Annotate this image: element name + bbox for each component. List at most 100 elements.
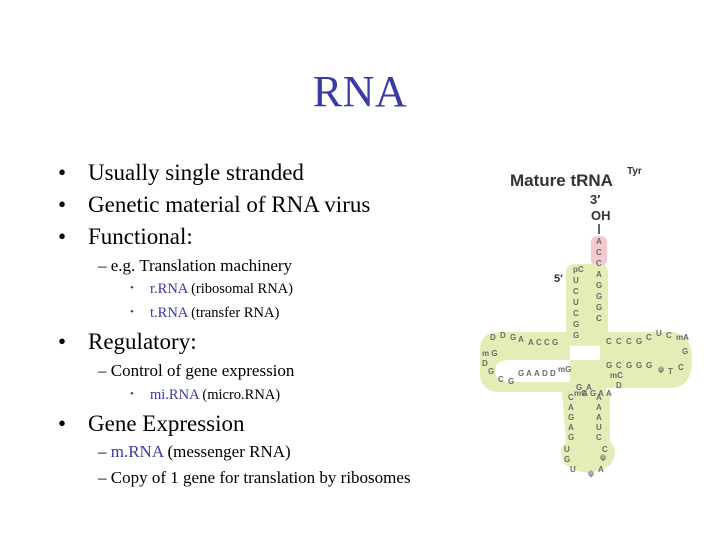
rrna-desc: (ribosomal RNA) [187, 281, 293, 297]
mirna-term: mi.RNA [150, 387, 199, 403]
base-d-loop: G [552, 338, 558, 347]
five-prime-label: 5′ [554, 273, 563, 285]
bullet-text: Genetic material of RNA virus [88, 192, 371, 217]
base-acceptor-5: C [573, 287, 579, 296]
base-t-loop: G [646, 361, 652, 370]
base-anticodon: A [596, 413, 602, 422]
bullet-text: Gene Expression [88, 411, 245, 436]
sub-item: – Copy of 1 gene for translation by ribo… [98, 468, 411, 487]
base-acceptor-5: G [573, 331, 579, 340]
core-region [570, 360, 606, 392]
trna-term: t.RNA [150, 305, 188, 321]
base-t-loop: C [616, 361, 622, 370]
base-d-loop: D [542, 369, 548, 378]
sub-sub-item: • r.RNA (ribosomal RNA) [130, 281, 293, 298]
trna-desc: (transfer RNA) [187, 305, 280, 321]
base-acceptor-5: U [573, 276, 579, 285]
base-t-loop: C [626, 337, 632, 346]
acceptor-end-highlight [591, 236, 607, 266]
base-d-loop: C [544, 338, 550, 347]
three-prime-label: 3′ [590, 192, 600, 207]
base-d-loop: G [488, 367, 494, 376]
slide-title: RNA [312, 67, 408, 116]
d-loop-arm [480, 332, 570, 392]
base-d-loop: C [536, 338, 542, 347]
base-t-loop: G [636, 337, 642, 346]
base-acceptor-3: C [596, 314, 602, 323]
base-anticodon: A [582, 389, 588, 398]
base-anticodon: G [568, 413, 574, 422]
base-t-loop: G [606, 361, 612, 370]
base-acceptor-3: G [596, 292, 602, 301]
base-d-loop: A [534, 369, 540, 378]
base-t-loop: D [616, 381, 622, 390]
small-bullet-glyph: • [130, 282, 134, 294]
base-anticodon: C [602, 445, 608, 454]
bullet-glyph: • [58, 160, 67, 185]
base-anticodon: A [606, 389, 612, 398]
base-t-loop: G [636, 361, 642, 370]
bullet-item: • Usually single stranded [58, 160, 304, 186]
base-acceptor-3: C [596, 248, 602, 257]
base-anticodon: G [576, 383, 582, 392]
base-acceptor-5: C [573, 309, 579, 318]
sub-item: – Control of gene expression [98, 361, 295, 380]
base-anticodon: G [564, 455, 570, 464]
base-acceptor-3: A [596, 270, 602, 279]
base-t-loop: G [626, 361, 632, 370]
base-d-loop: A [518, 335, 524, 344]
acceptor-stem [566, 264, 608, 346]
base-anticodon: A [596, 393, 602, 402]
base-acceptor-3: G [596, 303, 602, 312]
base-t-loop: C [666, 331, 672, 340]
base-d-loop: G [508, 377, 514, 386]
bullet-glyph: • [58, 224, 67, 249]
base-anticodon: ψ [600, 453, 606, 462]
base-anticodon: A [596, 403, 602, 412]
base-acceptor-3: A [596, 237, 602, 246]
base-anticodon: A [568, 423, 574, 432]
base-d-loop: m G [482, 349, 498, 358]
mrna-term: m.RNA [110, 442, 164, 461]
base-t-loop: T [668, 367, 673, 376]
mrna-desc: (messenger RNA) [163, 442, 291, 461]
base-t-loop: C [616, 337, 622, 346]
base-t-loop: mC [610, 371, 623, 380]
t-loop-arm [600, 332, 692, 388]
bullet-item: • Functional: [58, 224, 193, 250]
bullet-glyph: • [58, 192, 67, 217]
small-bullet-glyph: • [130, 388, 134, 400]
base-t-loop: U [656, 329, 662, 338]
base-t-loop: G [682, 347, 688, 356]
base-anticodon: U [570, 465, 576, 474]
base-anticodon: A [598, 465, 604, 474]
sub-item: – e.g. Translation machinery [98, 256, 293, 275]
base-d-loop: G [510, 333, 516, 342]
base-t-loop: C [646, 333, 652, 342]
base-anticodon: G [568, 433, 574, 442]
base-anticodon: U [564, 445, 570, 454]
bullet-glyph: • [58, 411, 67, 436]
base-anticodon: C [596, 433, 602, 442]
base-anticodon: U [596, 423, 602, 432]
base-d-loop: D [482, 359, 488, 368]
dash: – [98, 442, 111, 461]
base-d-loop: A [526, 369, 532, 378]
base-anticodon: ψ [588, 469, 594, 478]
rrna-term: r.RNA [150, 281, 188, 297]
mirna-desc: (micro.RNA) [198, 387, 281, 403]
small-bullet-glyph: • [130, 306, 134, 318]
base-anticodon: mG [574, 389, 587, 398]
base-acceptor-5: pC [573, 265, 584, 274]
base-d-loop: A [528, 338, 534, 347]
base-anticodon: A [586, 383, 592, 392]
base-anticodon: G [590, 389, 596, 398]
sub-sub-item: • mi.RNA (micro.RNA) [130, 387, 280, 404]
base-t-loop: C [606, 337, 612, 346]
bullet-text: Regulatory: [88, 329, 197, 354]
bullet-text: Usually single stranded [88, 160, 304, 185]
base-t-loop: ψ [658, 365, 664, 374]
bullet-text: Functional: [88, 224, 193, 249]
bullet-item: • Genetic material of RNA virus [58, 192, 370, 218]
